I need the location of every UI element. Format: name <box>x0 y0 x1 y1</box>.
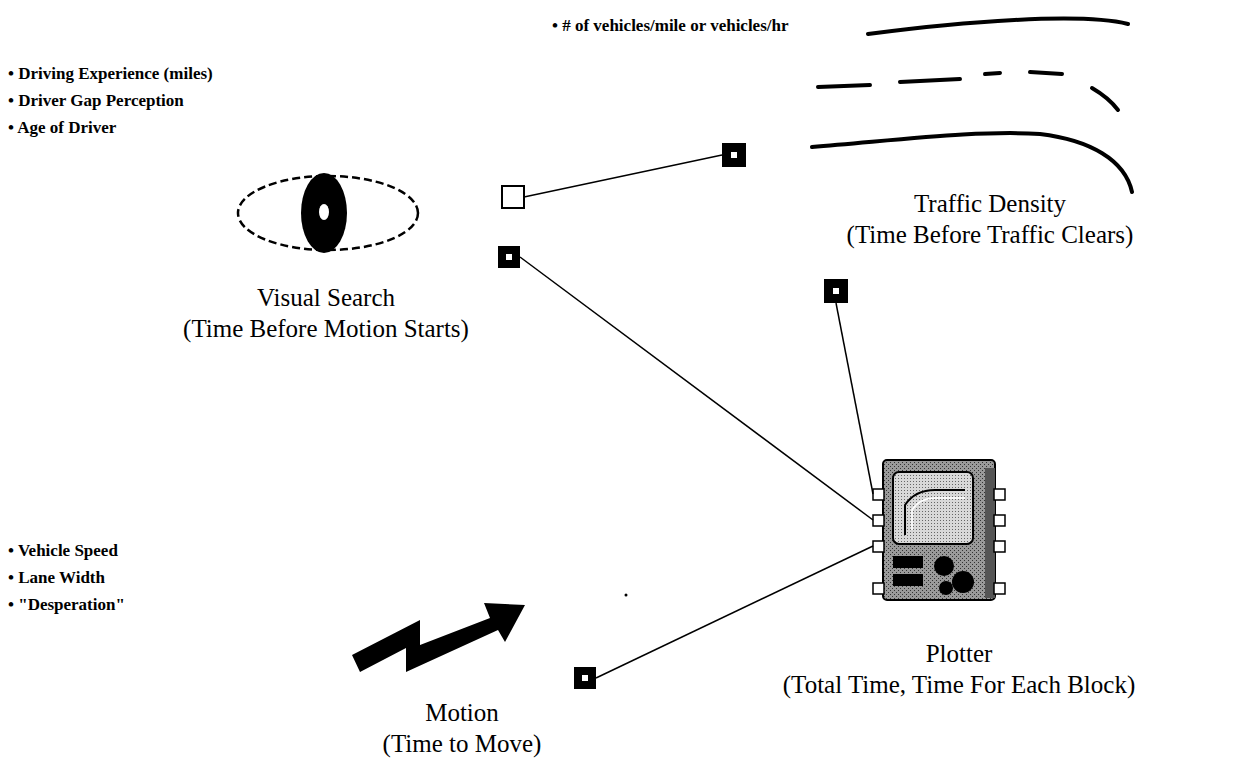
connector-wire <box>524 155 722 197</box>
parameter-note: • Vehicle Speed <box>8 537 241 564</box>
eye-icon <box>238 173 418 253</box>
block-traffic-density: Traffic Density(Time Before Traffic Clea… <box>746 10 1234 250</box>
block-title: Motion <box>330 697 594 728</box>
block-caption: Motion(Time to Move) <box>330 697 594 759</box>
motion-arrow <box>352 603 525 672</box>
block-title: Traffic Density <box>746 188 1234 219</box>
block-plotter: Plotter(Total Time, Time For Each Block) <box>690 455 1228 701</box>
traffic-lines <box>812 19 1132 192</box>
parameter-note: • # of vehicles/mile or vehicles/hr <box>552 12 815 39</box>
parameter-note: • Driver Gap Perception <box>8 87 281 114</box>
parameter-note: • Age of Driver <box>8 114 281 141</box>
ports <box>498 143 848 689</box>
plotter-icon <box>873 460 1005 600</box>
connector-wire <box>596 546 873 678</box>
block-title: Plotter <box>690 638 1228 669</box>
block-subtitle: (Total Time, Time For Each Block) <box>690 669 1228 700</box>
connector-wire <box>520 257 873 520</box>
parameter-note: • "Desperation" <box>8 591 241 618</box>
block-subtitle: (Time Before Traffic Clears) <box>746 219 1234 250</box>
block-caption: Visual Search(Time Before Motion Starts) <box>130 282 522 344</box>
block-motion: Motion(Time to Move) <box>330 600 594 755</box>
block-subtitle: (Time to Move) <box>330 728 594 759</box>
block-visual-search: Visual Search(Time Before Motion Starts) <box>130 170 522 350</box>
block-subtitle: (Time Before Motion Starts) <box>130 313 522 344</box>
block-caption: Traffic Density(Time Before Traffic Clea… <box>746 188 1234 250</box>
parameter-note: • Driving Experience (miles) <box>8 60 281 87</box>
block-caption: Plotter(Total Time, Time For Each Block) <box>690 638 1228 700</box>
connector-wire <box>836 303 873 494</box>
parameter-note: • Lane Width <box>8 564 241 591</box>
block-title: Visual Search <box>130 282 522 313</box>
